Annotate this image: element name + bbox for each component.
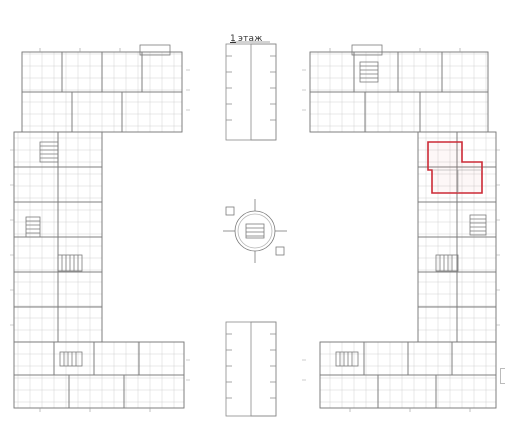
bottom-central-strip	[225, 321, 277, 417]
right-wing	[309, 44, 497, 409]
left-wing	[13, 44, 185, 409]
top-central-strip	[225, 41, 277, 141]
floor-title: этаж	[237, 34, 263, 44]
highlighted-apartment[interactable]	[427, 141, 483, 194]
window-marks	[10, 48, 500, 412]
floor-number: 1	[230, 34, 236, 44]
central-roundabout	[223, 199, 287, 263]
scroll-tab[interactable]	[500, 368, 505, 384]
